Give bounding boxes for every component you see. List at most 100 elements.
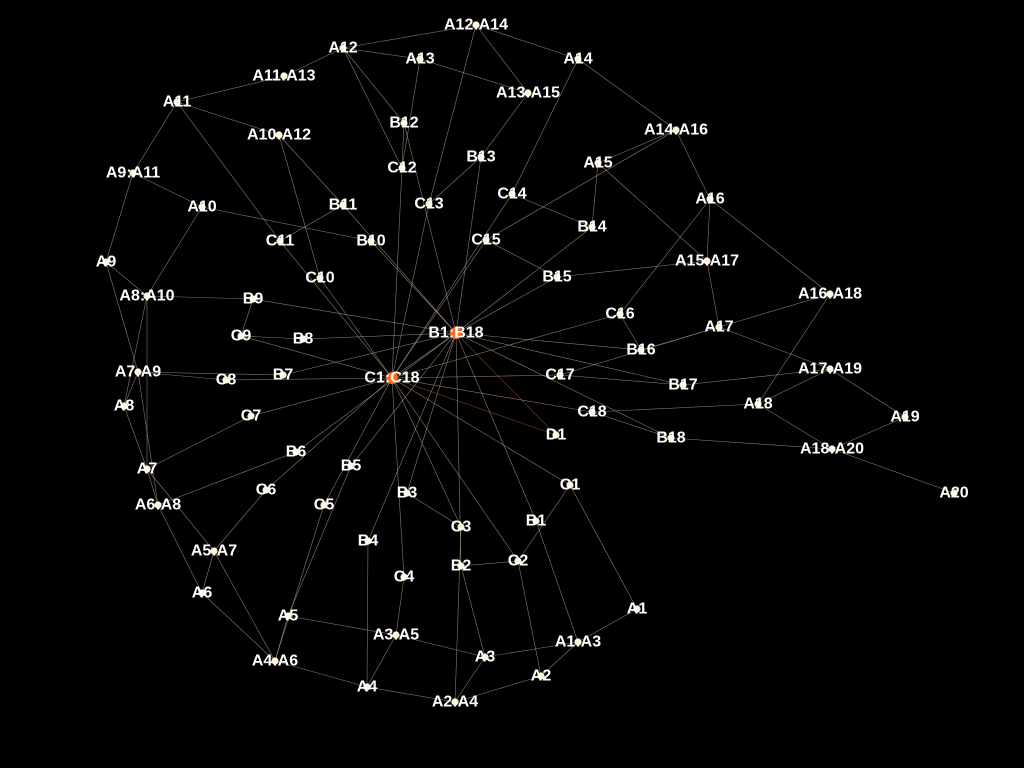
node-C9[interactable]: C9 xyxy=(231,328,252,345)
node-D1[interactable]: D1 xyxy=(546,427,567,444)
node-C3[interactable]: C3 xyxy=(451,519,472,536)
node-C13[interactable]: C13 xyxy=(414,196,443,213)
node-C14[interactable]: C14 xyxy=(497,186,526,203)
node-B1[interactable]: B1 xyxy=(526,513,547,530)
node-dot xyxy=(275,131,283,139)
node-C15[interactable]: C15 xyxy=(471,232,500,249)
node-A6:A8[interactable]: A6:A8 xyxy=(135,497,181,514)
edge-A16-A16:A18 xyxy=(709,198,831,295)
node-A5[interactable]: A5 xyxy=(278,608,299,625)
node-A11:A13[interactable]: A11:A13 xyxy=(252,68,315,85)
node-label: C5 xyxy=(314,497,335,514)
node-B3[interactable]: B3 xyxy=(397,485,418,502)
node-A7[interactable]: A7 xyxy=(137,461,158,478)
node-A17[interactable]: A17 xyxy=(704,319,733,336)
node-A4:A6[interactable]: A4:A6 xyxy=(252,653,298,670)
edge-C11-A11 xyxy=(176,101,281,242)
node-C5[interactable]: C5 xyxy=(314,497,335,514)
node-A2[interactable]: A2 xyxy=(531,668,552,685)
node-B8[interactable]: B8 xyxy=(293,331,314,348)
node-A18:A20[interactable]: A18:A20 xyxy=(800,441,864,458)
node-dot xyxy=(672,126,680,134)
node-dot xyxy=(400,119,408,127)
node-B10[interactable]: B10 xyxy=(356,233,385,250)
node-C12[interactable]: C12 xyxy=(387,160,416,177)
node-dot xyxy=(667,434,675,442)
node-dot xyxy=(247,412,255,420)
node-C6[interactable]: C6 xyxy=(256,482,277,499)
node-A11[interactable]: A11 xyxy=(163,94,192,111)
node-B12[interactable]: B12 xyxy=(389,115,418,132)
node-dot xyxy=(451,698,459,706)
node-A10[interactable]: A10 xyxy=(187,199,216,216)
node-B9[interactable]: B9 xyxy=(243,291,264,308)
node-B18[interactable]: B18 xyxy=(656,430,685,447)
node-A8[interactable]: A8 xyxy=(114,398,135,415)
node-C8[interactable]: C8 xyxy=(216,372,237,389)
edge-B1:B18-B12 xyxy=(403,122,457,334)
node-C16[interactable]: C16 xyxy=(605,306,634,323)
node-B7[interactable]: B7 xyxy=(273,367,294,384)
node-C1[interactable]: C1 xyxy=(560,477,581,494)
node-A9[interactable]: A9 xyxy=(96,254,117,271)
node-C4[interactable]: C4 xyxy=(394,569,415,586)
node-C7[interactable]: C7 xyxy=(241,408,262,425)
node-A12:A14[interactable]: A12:A14 xyxy=(444,17,508,34)
node-A6[interactable]: A6 xyxy=(192,585,213,602)
node-C10[interactable]: C10 xyxy=(305,270,334,287)
node-A16:A18[interactable]: A16:A18 xyxy=(798,286,862,303)
node-A19[interactable]: A19 xyxy=(890,409,919,426)
node-A17:A19[interactable]: A17:A19 xyxy=(798,361,862,378)
node-B1:B18[interactable]: B1:B18 xyxy=(428,325,483,342)
node-C2[interactable]: C2 xyxy=(508,553,529,570)
node-B11[interactable]: B11 xyxy=(329,197,358,214)
node-A14[interactable]: A14 xyxy=(563,51,592,68)
node-label: A17 xyxy=(704,319,733,336)
node-A13[interactable]: A13 xyxy=(405,51,434,68)
node-A1:A3[interactable]: A1:A3 xyxy=(555,634,601,651)
node-A15:A17[interactable]: A15:A17 xyxy=(675,253,739,270)
node-A1[interactable]: A1 xyxy=(627,601,648,618)
node-C11[interactable]: C11 xyxy=(266,233,295,250)
edge-A12:A14-A12 xyxy=(342,24,477,49)
node-B17[interactable]: B17 xyxy=(668,377,697,394)
node-A14:A16[interactable]: A14:A16 xyxy=(644,122,708,139)
node-C17[interactable]: C17 xyxy=(545,367,574,384)
node-C1:C18[interactable]: C1:C18 xyxy=(364,370,419,387)
edge-C1:C18-C13 xyxy=(391,203,430,379)
node-B14[interactable]: B14 xyxy=(577,219,606,236)
node-A20[interactable]: A20 xyxy=(939,485,968,502)
edge-A9:A11-A9 xyxy=(105,172,134,263)
node-A4[interactable]: A4 xyxy=(357,679,378,696)
node-label: A11 xyxy=(163,94,192,111)
node-A2:A4[interactable]: A2:A4 xyxy=(432,694,478,711)
node-A18[interactable]: A18 xyxy=(743,396,772,413)
node-A15[interactable]: A15 xyxy=(583,155,612,172)
node-A7:A9[interactable]: A7:A9 xyxy=(115,364,161,381)
node-B2[interactable]: B2 xyxy=(451,558,472,575)
node-A8:A10[interactable]: A8:A10 xyxy=(119,288,174,305)
edge-A6:A8-A6 xyxy=(157,504,203,594)
node-A5:A7[interactable]: A5:A7 xyxy=(191,543,237,560)
node-dot xyxy=(537,672,545,680)
node-B15[interactable]: B15 xyxy=(542,269,571,286)
node-dot xyxy=(633,605,641,613)
node-C18[interactable]: C18 xyxy=(577,404,606,421)
node-B16[interactable]: B16 xyxy=(626,342,655,359)
node-B4[interactable]: B4 xyxy=(358,533,379,550)
node-A3[interactable]: A3 xyxy=(475,649,496,666)
edge-B1:B18-C1:C18 xyxy=(391,332,457,379)
node-B5[interactable]: B5 xyxy=(341,458,362,475)
node-B13[interactable]: B13 xyxy=(466,149,495,166)
edge-A4-A3:A5 xyxy=(366,634,397,688)
node-A13:A15[interactable]: A13:A15 xyxy=(496,85,560,102)
node-dot xyxy=(143,465,151,473)
node-A9:A11[interactable]: A9:A11 xyxy=(106,165,160,182)
node-dot xyxy=(901,413,909,421)
node-A3:A5[interactable]: A3:A5 xyxy=(373,627,419,644)
node-A12[interactable]: A12 xyxy=(328,40,357,57)
node-A16[interactable]: A16 xyxy=(695,191,724,208)
node-A10:A12[interactable]: A10:A12 xyxy=(247,127,311,144)
edge-B1:B18-B13 xyxy=(455,156,482,334)
node-B6[interactable]: B6 xyxy=(286,444,307,461)
